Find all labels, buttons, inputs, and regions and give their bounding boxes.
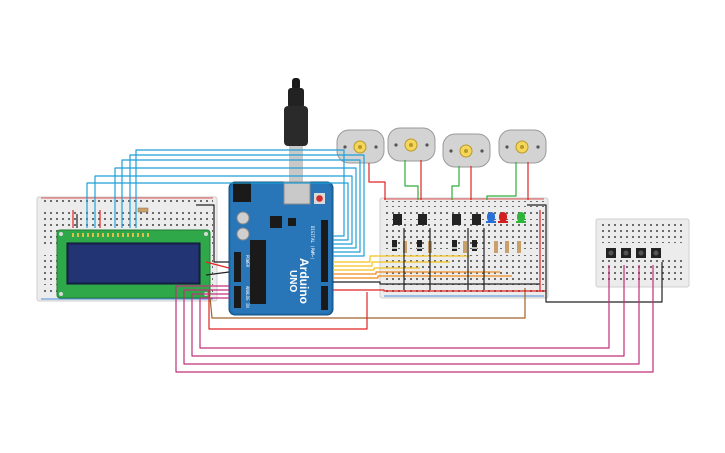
- motor-3[interactable]: [442, 133, 491, 168]
- arduino-uno[interactable]: Arduino UNO DIGITAL (PWM~) POWER ANALOG …: [228, 181, 334, 316]
- diode-2[interactable]: [417, 240, 422, 251]
- diode-1[interactable]: [392, 240, 397, 251]
- wire-blue-1[interactable]: [86, 182, 349, 241]
- wire-blue-5[interactable]: [129, 154, 365, 257]
- wire-orange-2[interactable]: [333, 275, 512, 279]
- resistor-3[interactable]: [463, 241, 467, 253]
- wire-motor2-green[interactable]: [404, 160, 419, 200]
- pushbutton-2[interactable]: [621, 248, 631, 258]
- wire-blue-6[interactable]: [135, 149, 345, 237]
- diode-3[interactable]: [452, 240, 457, 251]
- board-name: Arduino: [297, 258, 311, 304]
- led-1[interactable]: [486, 212, 496, 223]
- transistor-3[interactable]: [452, 214, 461, 225]
- analog-title: ANALOG IN: [245, 286, 250, 308]
- wire-red-ard[interactable]: [333, 289, 546, 292]
- led-group: [486, 212, 526, 223]
- transistor-4[interactable]: [472, 214, 481, 225]
- motor-4[interactable]: [498, 129, 547, 164]
- pushbutton-3[interactable]: [636, 248, 646, 258]
- led-3[interactable]: [516, 212, 526, 223]
- wire-red-lcd[interactable]: [205, 261, 230, 269]
- pushbutton-1[interactable]: [606, 248, 616, 258]
- diode-4[interactable]: [472, 240, 477, 251]
- pushbutton-4[interactable]: [651, 248, 661, 258]
- transistor-1[interactable]: [393, 214, 402, 225]
- wire-black-lcd-2[interactable]: [205, 271, 230, 276]
- wire-red-loop[interactable]: [208, 290, 368, 330]
- resistor-left[interactable]: [137, 207, 149, 213]
- transistor-2[interactable]: [418, 214, 427, 225]
- digital-title: DIGITAL (PWM~): [310, 226, 315, 260]
- resistor-5[interactable]: [505, 241, 509, 253]
- wire-magenta-3[interactable]: [191, 265, 625, 357]
- led-2[interactable]: [498, 212, 508, 223]
- wire-blue-4[interactable]: [121, 159, 361, 253]
- wire-magenta-1[interactable]: [175, 265, 654, 373]
- wire-yellow-3[interactable]: [333, 267, 420, 271]
- wire-motor4-green[interactable]: [486, 162, 517, 200]
- wire-black-lcd[interactable]: [196, 204, 229, 263]
- power-title: POWER: [245, 255, 250, 268]
- wire-motor1-red[interactable]: [368, 163, 386, 200]
- wire-orange-1[interactable]: [333, 271, 500, 275]
- motor-2[interactable]: [387, 127, 436, 162]
- resistor-4[interactable]: [494, 241, 498, 253]
- resistor-1[interactable]: [403, 241, 407, 253]
- wire-black-right[interactable]: [527, 204, 663, 303]
- wire-magenta-4[interactable]: [199, 265, 610, 349]
- wire-magenta-2[interactable]: [183, 265, 640, 365]
- wire-yellow-2[interactable]: [333, 261, 450, 267]
- resistor-6[interactable]: [517, 241, 521, 253]
- wire-blue-3[interactable]: [114, 167, 357, 249]
- board-model: UNO: [287, 270, 298, 292]
- wire-motor3-green[interactable]: [451, 166, 460, 200]
- wire-brown[interactable]: [209, 288, 526, 319]
- wire-blue-2[interactable]: [94, 175, 353, 245]
- lcd-display: [56, 229, 211, 299]
- wire-yellow-1[interactable]: [333, 255, 470, 263]
- wire-black-ard[interactable]: [333, 281, 540, 285]
